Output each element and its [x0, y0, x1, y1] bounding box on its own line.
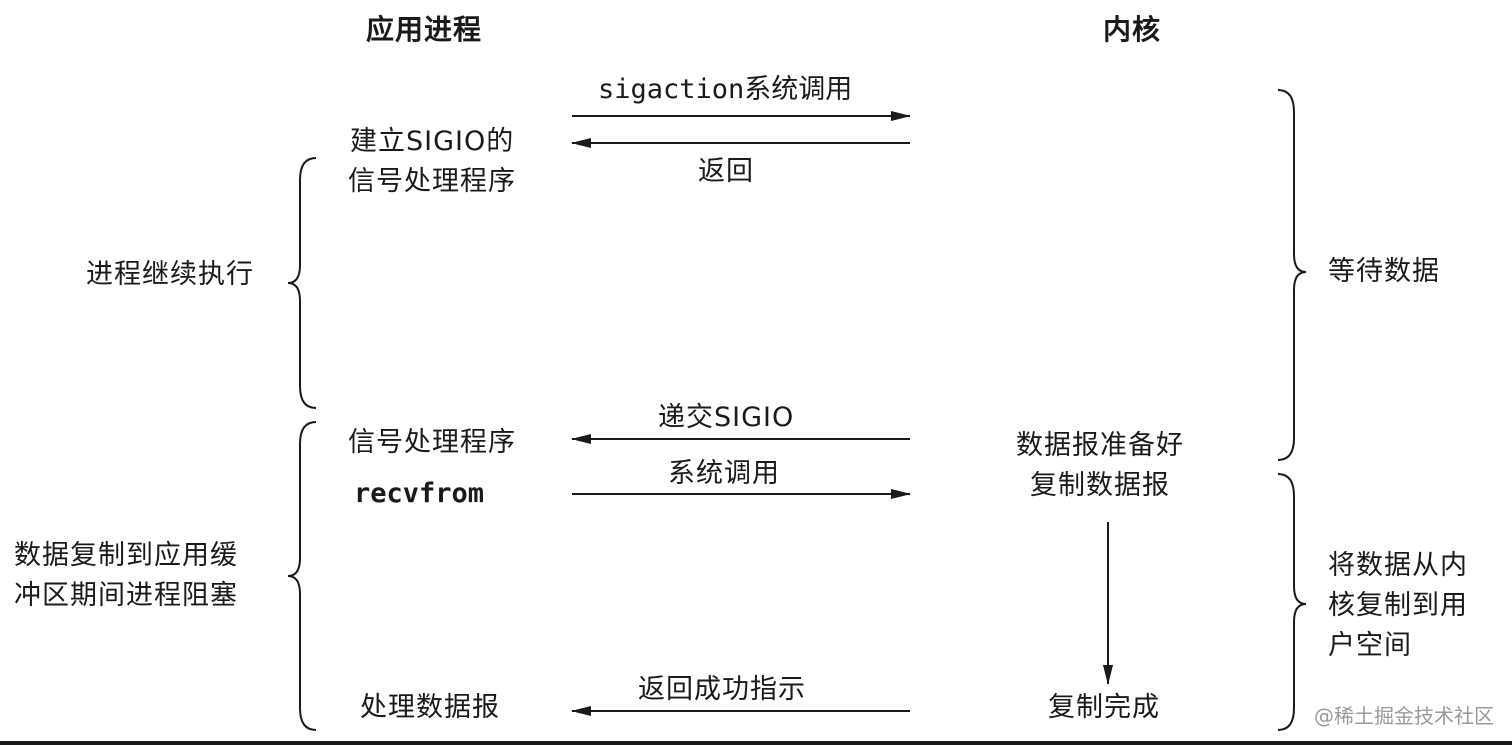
return-success-label: 返回成功指示	[638, 674, 806, 705]
wait-for-data-label: 等待数据	[1328, 256, 1440, 287]
left-brace-blocked	[287, 421, 317, 731]
right-brace-copy	[1277, 473, 1307, 731]
syscall-label: 系统调用	[668, 458, 780, 489]
watermark: @稀土掘金技术社区	[1314, 704, 1494, 728]
copy-datagram-label: 复制数据报	[1030, 470, 1170, 501]
copy-to-user-label-3: 户空间	[1328, 630, 1412, 661]
blocked-label-2: 冲区期间进程阻塞	[14, 580, 238, 611]
signal-handler-label: 信号处理程序	[348, 427, 516, 458]
right-brace-wait	[1277, 89, 1307, 461]
datagram-ready-label: 数据报准备好	[1016, 430, 1184, 461]
app-process-header: 应用进程	[366, 13, 483, 46]
setup-handler-label-2: 信号处理程序	[348, 166, 516, 197]
bottom-rule	[0, 741, 1512, 745]
deliver-sigio-label: 递交SIGIO	[658, 402, 795, 433]
blocked-label-1: 数据复制到应用缓	[14, 540, 238, 571]
copy-complete-label: 复制完成	[1048, 692, 1160, 723]
copy-to-user-label-1: 将数据从内	[1328, 550, 1468, 581]
setup-handler-label-1: 建立SIGIO的	[350, 126, 515, 157]
sigaction-label: sigaction系统调用	[598, 74, 853, 105]
process-continues-label: 进程继续执行	[86, 259, 254, 290]
kernel-header: 内核	[1103, 13, 1162, 46]
recvfrom-label: recvfrom	[354, 478, 485, 509]
process-datagram-label: 处理数据报	[360, 692, 500, 723]
left-brace-continue	[287, 157, 317, 409]
return-label: 返回	[698, 156, 754, 187]
copy-to-user-label-2: 核复制到用	[1328, 590, 1468, 621]
